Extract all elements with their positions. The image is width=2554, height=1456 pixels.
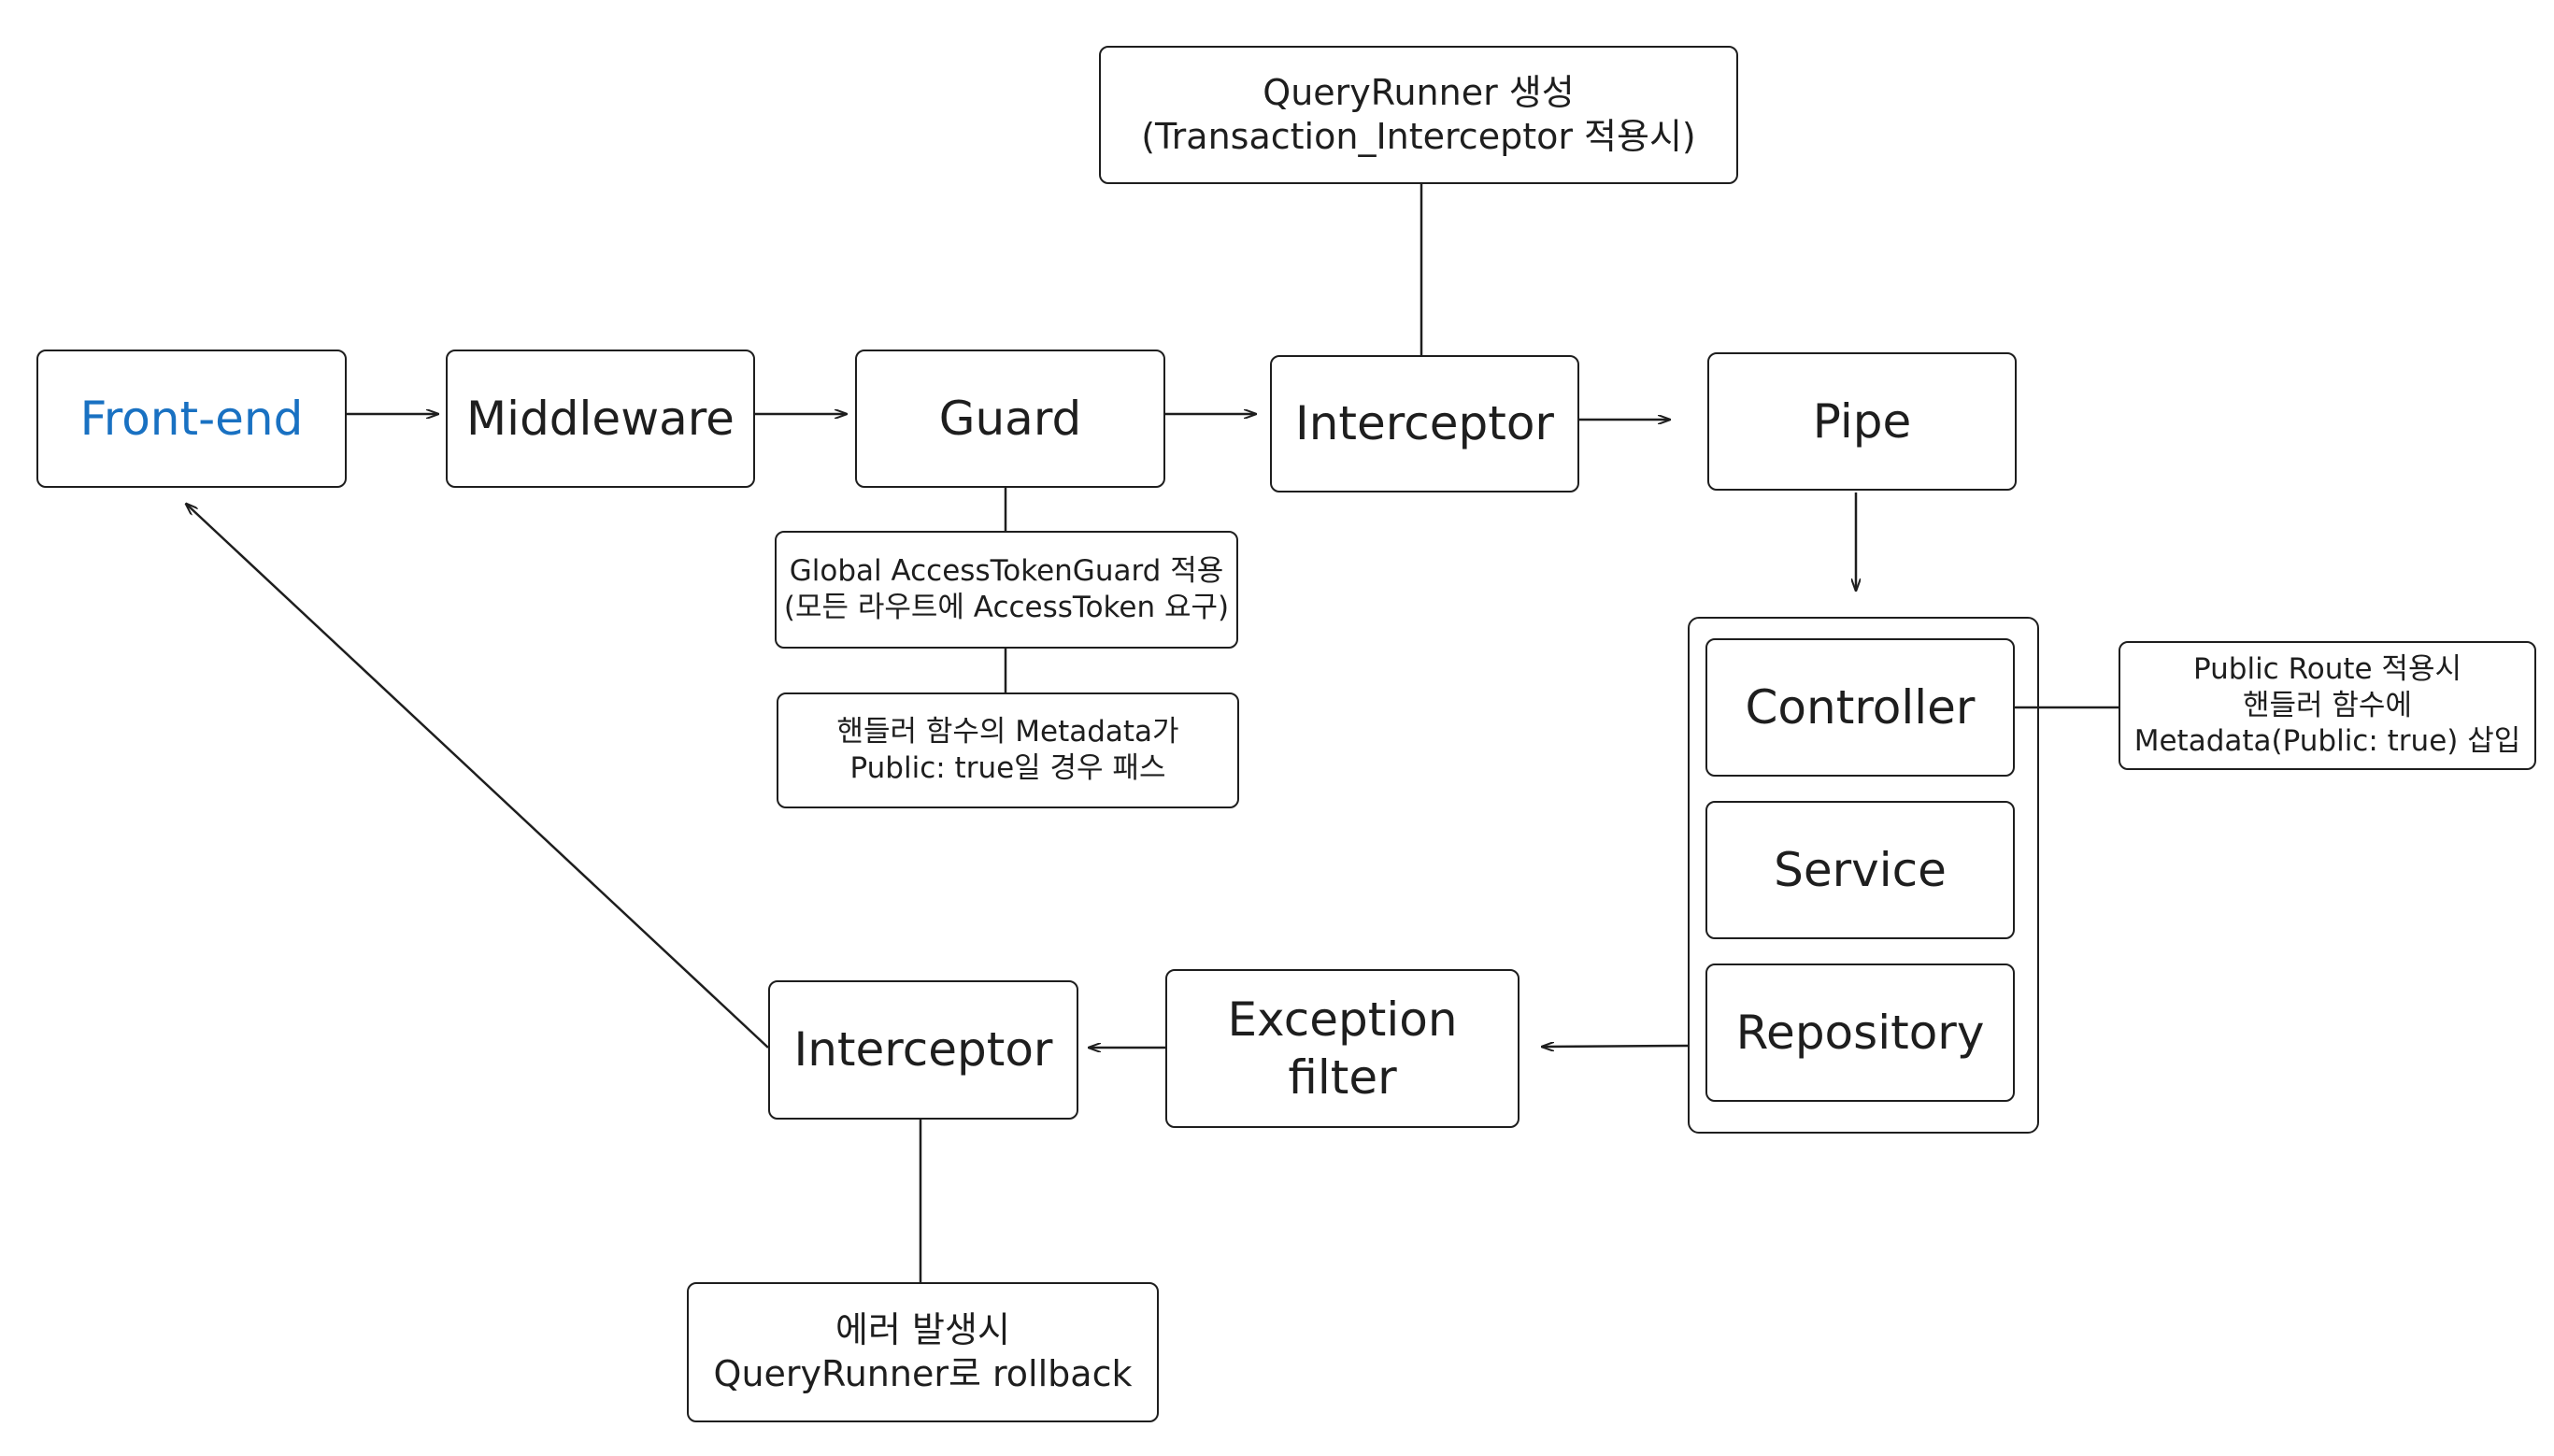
rollback-text: 에러 발생시 QueryRunner로 rollback — [713, 1308, 1133, 1395]
controller-label: Controller — [1745, 679, 1976, 735]
public-route-text: Public Route 적용시 핸들러 함수에 Metadata(Public… — [2133, 651, 2521, 759]
public-pass-text: 핸들러 함수의 Metadata가 Public: true일 경우 패스 — [836, 715, 1179, 785]
pipe-node: Pipe — [1707, 352, 2017, 491]
arrow-interceptor-to-frontend — [186, 504, 769, 1049]
frontend-label: Front-end — [79, 391, 304, 446]
middleware-label: Middleware — [466, 391, 735, 446]
global-guard-note: Global AccessTokenGuard 적용 (모든 라우트에 Acce… — [775, 531, 1238, 649]
arrow-stack-to-exception-filter — [1542, 1046, 1689, 1047]
controller-node: Controller — [1705, 638, 2015, 777]
interceptor-request-label: Interceptor — [1294, 396, 1554, 451]
repository-label: Repository — [1735, 1005, 1985, 1060]
exception-filter-node: Exception filter — [1165, 969, 1520, 1128]
service-label: Service — [1774, 842, 1947, 897]
handler-stack-container — [1688, 617, 2039, 1134]
interceptor-response-node: Interceptor — [768, 980, 1078, 1120]
frontend-node: Front-end — [36, 350, 347, 488]
middleware-node: Middleware — [446, 350, 755, 488]
public-pass-note: 핸들러 함수의 Metadata가 Public: true일 경우 패스 — [777, 692, 1239, 808]
pipe-label: Pipe — [1812, 393, 1912, 449]
public-route-note: Public Route 적용시 핸들러 함수에 Metadata(Public… — [2119, 641, 2536, 770]
interceptor-response-label: Interceptor — [793, 1022, 1053, 1078]
queryrunner-create-text: QueryRunner 생성 (Transaction_Interceptor … — [1141, 71, 1696, 158]
exception-filter-label: Exception filter — [1227, 992, 1458, 1106]
rollback-note: 에러 발생시 QueryRunner로 rollback — [687, 1282, 1159, 1422]
service-node: Service — [1705, 801, 2015, 939]
guard-node: Guard — [855, 350, 1165, 488]
repository-node: Repository — [1705, 964, 2015, 1102]
queryrunner-create-note: QueryRunner 생성 (Transaction_Interceptor … — [1099, 46, 1738, 184]
global-guard-text: Global AccessTokenGuard 적용 (모든 라우트에 Acce… — [783, 554, 1230, 624]
interceptor-request-node: Interceptor — [1270, 355, 1579, 492]
guard-label: Guard — [938, 391, 1082, 446]
